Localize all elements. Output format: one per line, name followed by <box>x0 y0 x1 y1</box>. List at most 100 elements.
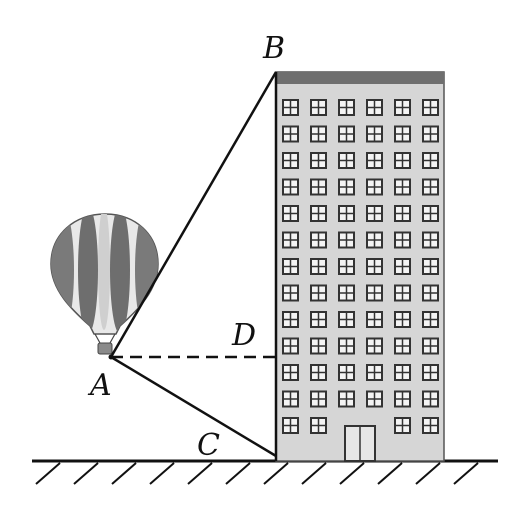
ground <box>32 459 498 485</box>
hatch-mark <box>187 462 213 485</box>
building-window <box>310 125 327 143</box>
building-window <box>394 284 411 302</box>
building-window <box>366 205 383 222</box>
building-window <box>366 99 383 116</box>
building-window <box>366 284 383 302</box>
building-window <box>282 284 299 302</box>
balloon-basket <box>97 342 113 355</box>
building-window <box>282 258 299 275</box>
building-window <box>282 152 299 169</box>
building-window <box>394 152 411 169</box>
building-window <box>422 417 439 434</box>
building-window <box>394 390 411 408</box>
building-window <box>338 258 355 275</box>
building-window <box>310 311 327 328</box>
building-window <box>394 417 411 434</box>
building-window <box>338 364 355 381</box>
hatch-mark <box>35 462 61 485</box>
building-window <box>422 337 439 355</box>
building-window <box>422 284 439 302</box>
hatch-mark <box>415 462 441 485</box>
balloon-stripes <box>51 214 158 334</box>
building-window <box>394 364 411 381</box>
building-window <box>422 390 439 408</box>
building-window <box>366 231 383 249</box>
building-window <box>310 284 327 302</box>
building-window <box>394 231 411 249</box>
building-window <box>282 178 299 196</box>
building-window <box>338 284 355 302</box>
building-window <box>366 125 383 143</box>
building-window <box>338 152 355 169</box>
building-window <box>394 311 411 328</box>
label-point-B: B <box>262 31 285 66</box>
building-window <box>422 311 439 328</box>
building-window <box>310 178 327 196</box>
building-window <box>310 152 327 169</box>
building-facade <box>275 71 445 462</box>
building-window <box>422 364 439 381</box>
building-window <box>338 337 355 355</box>
building-window <box>394 178 411 196</box>
hatch-mark <box>453 462 479 485</box>
hatch-mark <box>301 462 327 485</box>
building-window <box>366 311 383 328</box>
building-window <box>338 390 355 408</box>
building-window <box>422 125 439 143</box>
building-window <box>394 125 411 143</box>
building-window <box>282 99 299 116</box>
building-window <box>366 152 383 169</box>
building-window <box>338 178 355 196</box>
building-window <box>338 205 355 222</box>
building-window <box>310 364 327 381</box>
building-window <box>394 258 411 275</box>
point-A-dot <box>108 354 114 360</box>
hatch-mark <box>377 462 403 485</box>
building-window <box>366 258 383 275</box>
building-window <box>338 231 355 249</box>
hatch-mark <box>73 462 99 485</box>
label-point-C: C <box>197 428 220 463</box>
label-point-A: A <box>87 368 112 403</box>
building-window <box>282 417 299 434</box>
building <box>274 71 445 462</box>
building-window <box>310 390 327 408</box>
building-window <box>310 99 327 116</box>
building-window <box>282 337 299 355</box>
building-window <box>422 205 439 222</box>
line-AB <box>109 71 278 358</box>
building-window <box>282 205 299 222</box>
building-window <box>310 231 327 249</box>
building-window <box>282 364 299 381</box>
building-roof <box>276 72 444 84</box>
building-windows <box>282 99 439 434</box>
building-window <box>310 417 327 434</box>
building-window <box>310 205 327 222</box>
building-window <box>282 125 299 143</box>
line-AC <box>110 355 277 458</box>
geometry-lines <box>109 71 278 458</box>
building-window <box>366 178 383 196</box>
building-window <box>394 99 411 116</box>
hatch-mark <box>149 462 175 485</box>
building-window <box>338 99 355 116</box>
hatch-mark <box>111 462 137 485</box>
building-window <box>310 337 327 355</box>
building-window <box>422 152 439 169</box>
building-window <box>422 178 439 196</box>
building-window <box>366 364 383 381</box>
ground-hatching <box>35 462 479 485</box>
building-window <box>422 99 439 116</box>
building-window <box>422 231 439 249</box>
building-window <box>338 125 355 143</box>
hatch-mark <box>225 462 251 485</box>
building-window <box>394 337 411 355</box>
building-window <box>366 337 383 355</box>
building-window <box>310 258 327 275</box>
building-window <box>338 311 355 328</box>
label-point-D: D <box>231 318 256 353</box>
building-door <box>344 425 376 462</box>
building-window <box>282 390 299 408</box>
hatch-mark <box>263 462 289 485</box>
